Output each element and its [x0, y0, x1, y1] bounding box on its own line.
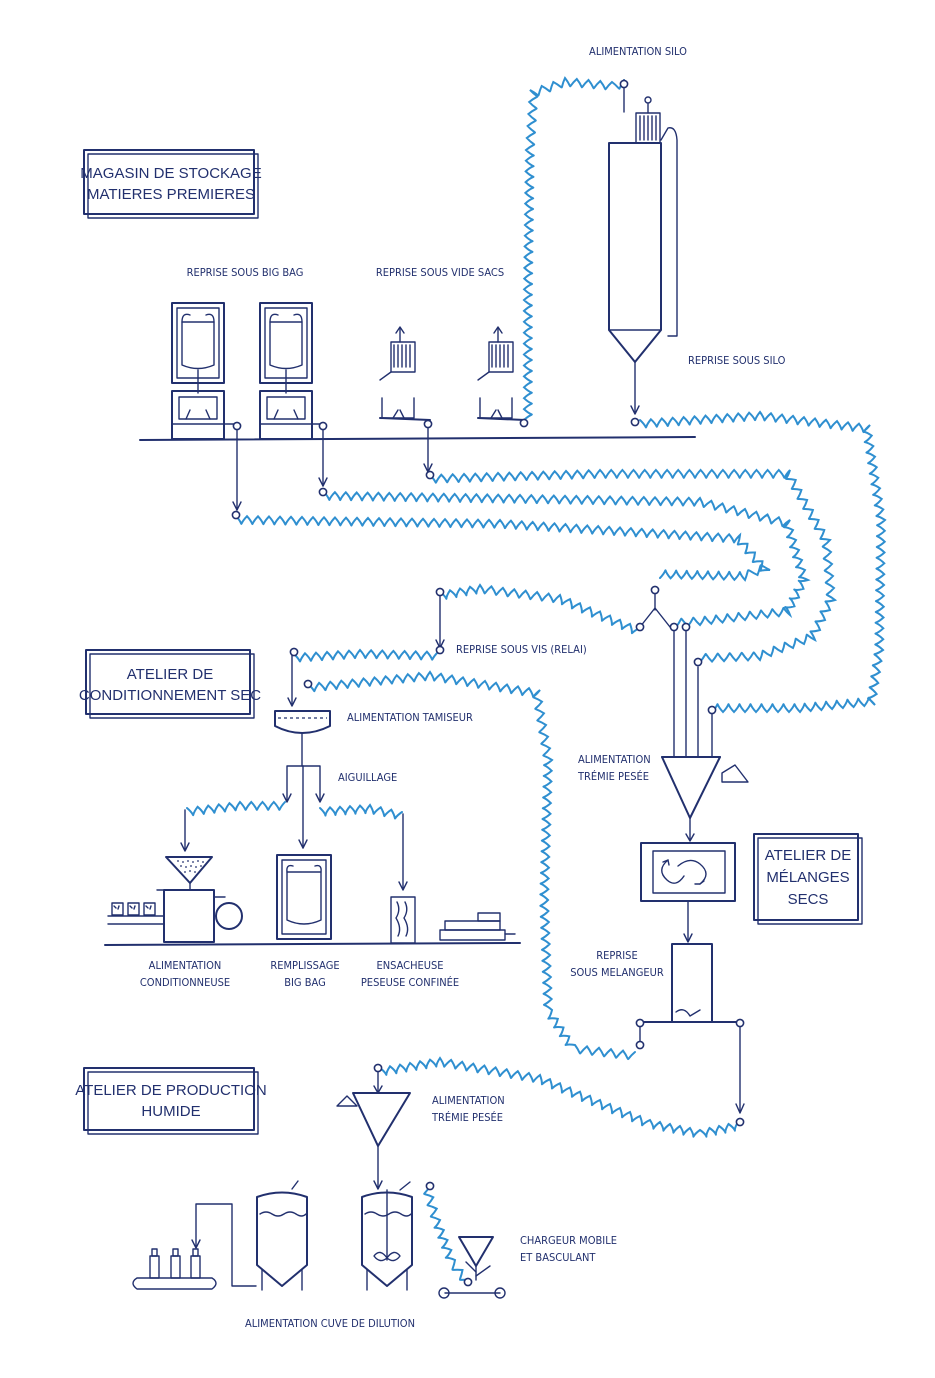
- label-aiguillage: AIGUILLAGE: [338, 771, 397, 784]
- floor-line-conditionnement: [104, 942, 521, 946]
- label-tremie-humide-line2: TRÉMIE PESÉE: [431, 1111, 503, 1124]
- connection-node-5: [630, 417, 640, 427]
- connection-node-25: [425, 1181, 435, 1191]
- stacked-sacks: [439, 912, 516, 941]
- label-chargeur-line1: CHARGEUR MOBILE: [520, 1234, 617, 1247]
- tremie-pesee-melange: [639, 589, 749, 842]
- coil-relai: [439, 583, 641, 635]
- melangeur: [639, 842, 745, 1114]
- coil-big-bag-1: [235, 514, 771, 582]
- label-reprise-vis: REPRISE SOUS VIS (RELAI): [456, 643, 587, 656]
- section-box-melanges: ATELIER DE MÉLANGES SECS: [753, 833, 863, 925]
- connection-node-21: [635, 1018, 645, 1028]
- label-ensacheuse-line2: PESEUSE CONFINÉE: [361, 976, 459, 989]
- label-conditionneuse-line1: ALIMENTATION: [149, 959, 222, 972]
- connection-node-6: [619, 79, 629, 89]
- connection-node-8: [318, 487, 328, 497]
- connection-node-15: [635, 622, 645, 632]
- chargeur-mobile: [438, 1236, 506, 1299]
- connection-node-20: [635, 1040, 645, 1050]
- connection-node-7: [231, 510, 241, 520]
- big-bag-remplissage: [276, 854, 332, 940]
- label-remplissage-line1: REMPLISSAGE: [270, 959, 339, 972]
- label-alimentation-tremie-line2: TRÉMIE PESÉE: [577, 770, 649, 783]
- label-reprise-melangeur-line2: SOUS MELANGEUR: [570, 966, 664, 979]
- coil-silo-feed: [522, 76, 625, 421]
- connection-nodes: [231, 79, 745, 1287]
- section-box-stockage: MAGASIN DE STOCKAGE MATIERES PREMIERES: [80, 149, 262, 219]
- coil-tamiseur-feed: [293, 648, 439, 663]
- coil-conditionneuse-feed: [186, 800, 286, 817]
- label-chargeur-line2: ET BASCULANT: [520, 1251, 596, 1264]
- connector-lines: [232, 423, 445, 649]
- label-alimentation-tremie-line1: ALIMENTATION: [578, 753, 651, 766]
- label-cuve-dilution: ALIMENTATION CUVE DE DILUTION: [245, 1317, 415, 1330]
- connection-node-10: [435, 587, 445, 597]
- connection-node-3: [423, 419, 433, 429]
- coil-ensacheuse-feed: [319, 803, 403, 820]
- connection-node-4: [519, 418, 529, 428]
- tremie-pesee-humide: [336, 1069, 411, 1190]
- connection-node-24: [373, 1063, 383, 1073]
- label-reprise-silo: REPRISE SOUS SILO: [688, 354, 786, 367]
- label-alimentation-silo: ALIMENTATION SILO: [589, 45, 687, 58]
- section-title-humide-line1: ATELIER DE PRODUCTION: [75, 1082, 266, 1099]
- connection-node-13: [303, 679, 313, 689]
- connection-node-11: [435, 645, 445, 655]
- label-remplissage-line2: BIG BAG: [284, 976, 326, 989]
- screw-conveyors: [186, 76, 887, 1281]
- connection-node-9: [425, 470, 435, 480]
- connection-node-1: [232, 421, 242, 431]
- label-alimentation-tamiseur: ALIMENTATION TAMISEUR: [347, 711, 473, 724]
- connection-node-17: [681, 622, 691, 632]
- connection-node-26: [463, 1277, 473, 1287]
- section-title-conditionnement-line2: CONDITIONNEMENT SEC: [79, 687, 261, 704]
- coil-melangeur-to-humide: [307, 670, 636, 1061]
- connection-node-19: [707, 705, 717, 715]
- vide-sacs-station-1: [379, 326, 431, 421]
- coil-humide-feed: [379, 1056, 739, 1138]
- connection-node-22: [735, 1018, 745, 1028]
- connection-node-16: [669, 622, 679, 632]
- section-title-melanges-line1: ATELIER DE: [765, 847, 851, 864]
- floor-line-stockage: [139, 436, 696, 441]
- connection-node-12: [289, 647, 299, 657]
- label-ensacheuse-line1: ENSACHEUSE: [376, 959, 443, 972]
- cuve-dilution-2: [361, 1181, 413, 1291]
- conditionneuse: [107, 809, 243, 943]
- label-tremie-humide-line1: ALIMENTATION: [432, 1094, 505, 1107]
- section-title-stockage-line2: MATIERES PREMIERES: [87, 186, 255, 203]
- tamiseur: [274, 653, 331, 849]
- big-bag-station-2: [259, 302, 324, 440]
- big-bag-station-1: [171, 302, 238, 440]
- cuve-dilution-1: [256, 1180, 308, 1291]
- ensacheuse: [390, 813, 416, 944]
- silo: [608, 79, 678, 415]
- section-title-melanges-line2: MÉLANGES: [766, 869, 849, 886]
- connection-node-18: [693, 657, 703, 667]
- section-title-melanges-line3: SECS: [788, 891, 829, 908]
- coil-vide-sacs: [429, 468, 838, 664]
- section-title-conditionnement-line1: ATELIER DE: [127, 666, 213, 683]
- label-conditionneuse-line2: CONDITIONNEUSE: [140, 976, 230, 989]
- label-reprise-big-bag: REPRISE SOUS BIG BAG: [187, 266, 304, 279]
- section-box-humide: ATELIER DE PRODUCTION HUMIDE: [75, 1067, 267, 1135]
- label-reprise-melangeur-line1: REPRISE: [596, 949, 637, 962]
- coil-big-bag-2: [323, 490, 811, 628]
- bottling-line: [132, 1203, 257, 1290]
- connection-node-14: [650, 585, 660, 595]
- section-box-conditionnement: ATELIER DE CONDITIONNEMENT SEC: [79, 649, 261, 719]
- label-reprise-vide-sacs: REPRISE SOUS VIDE SACS: [376, 266, 504, 279]
- vide-sacs-station-2: [477, 326, 526, 421]
- coil-silo-to-mixer: [639, 410, 887, 714]
- section-title-stockage-line1: MAGASIN DE STOCKAGE: [80, 165, 261, 182]
- section-title-humide-line2: HUMIDE: [141, 1103, 200, 1120]
- powder-dots: [177, 860, 204, 873]
- coil-chargeur-feed: [423, 1185, 471, 1281]
- connection-node-23: [735, 1117, 745, 1127]
- connection-node-2: [318, 421, 328, 431]
